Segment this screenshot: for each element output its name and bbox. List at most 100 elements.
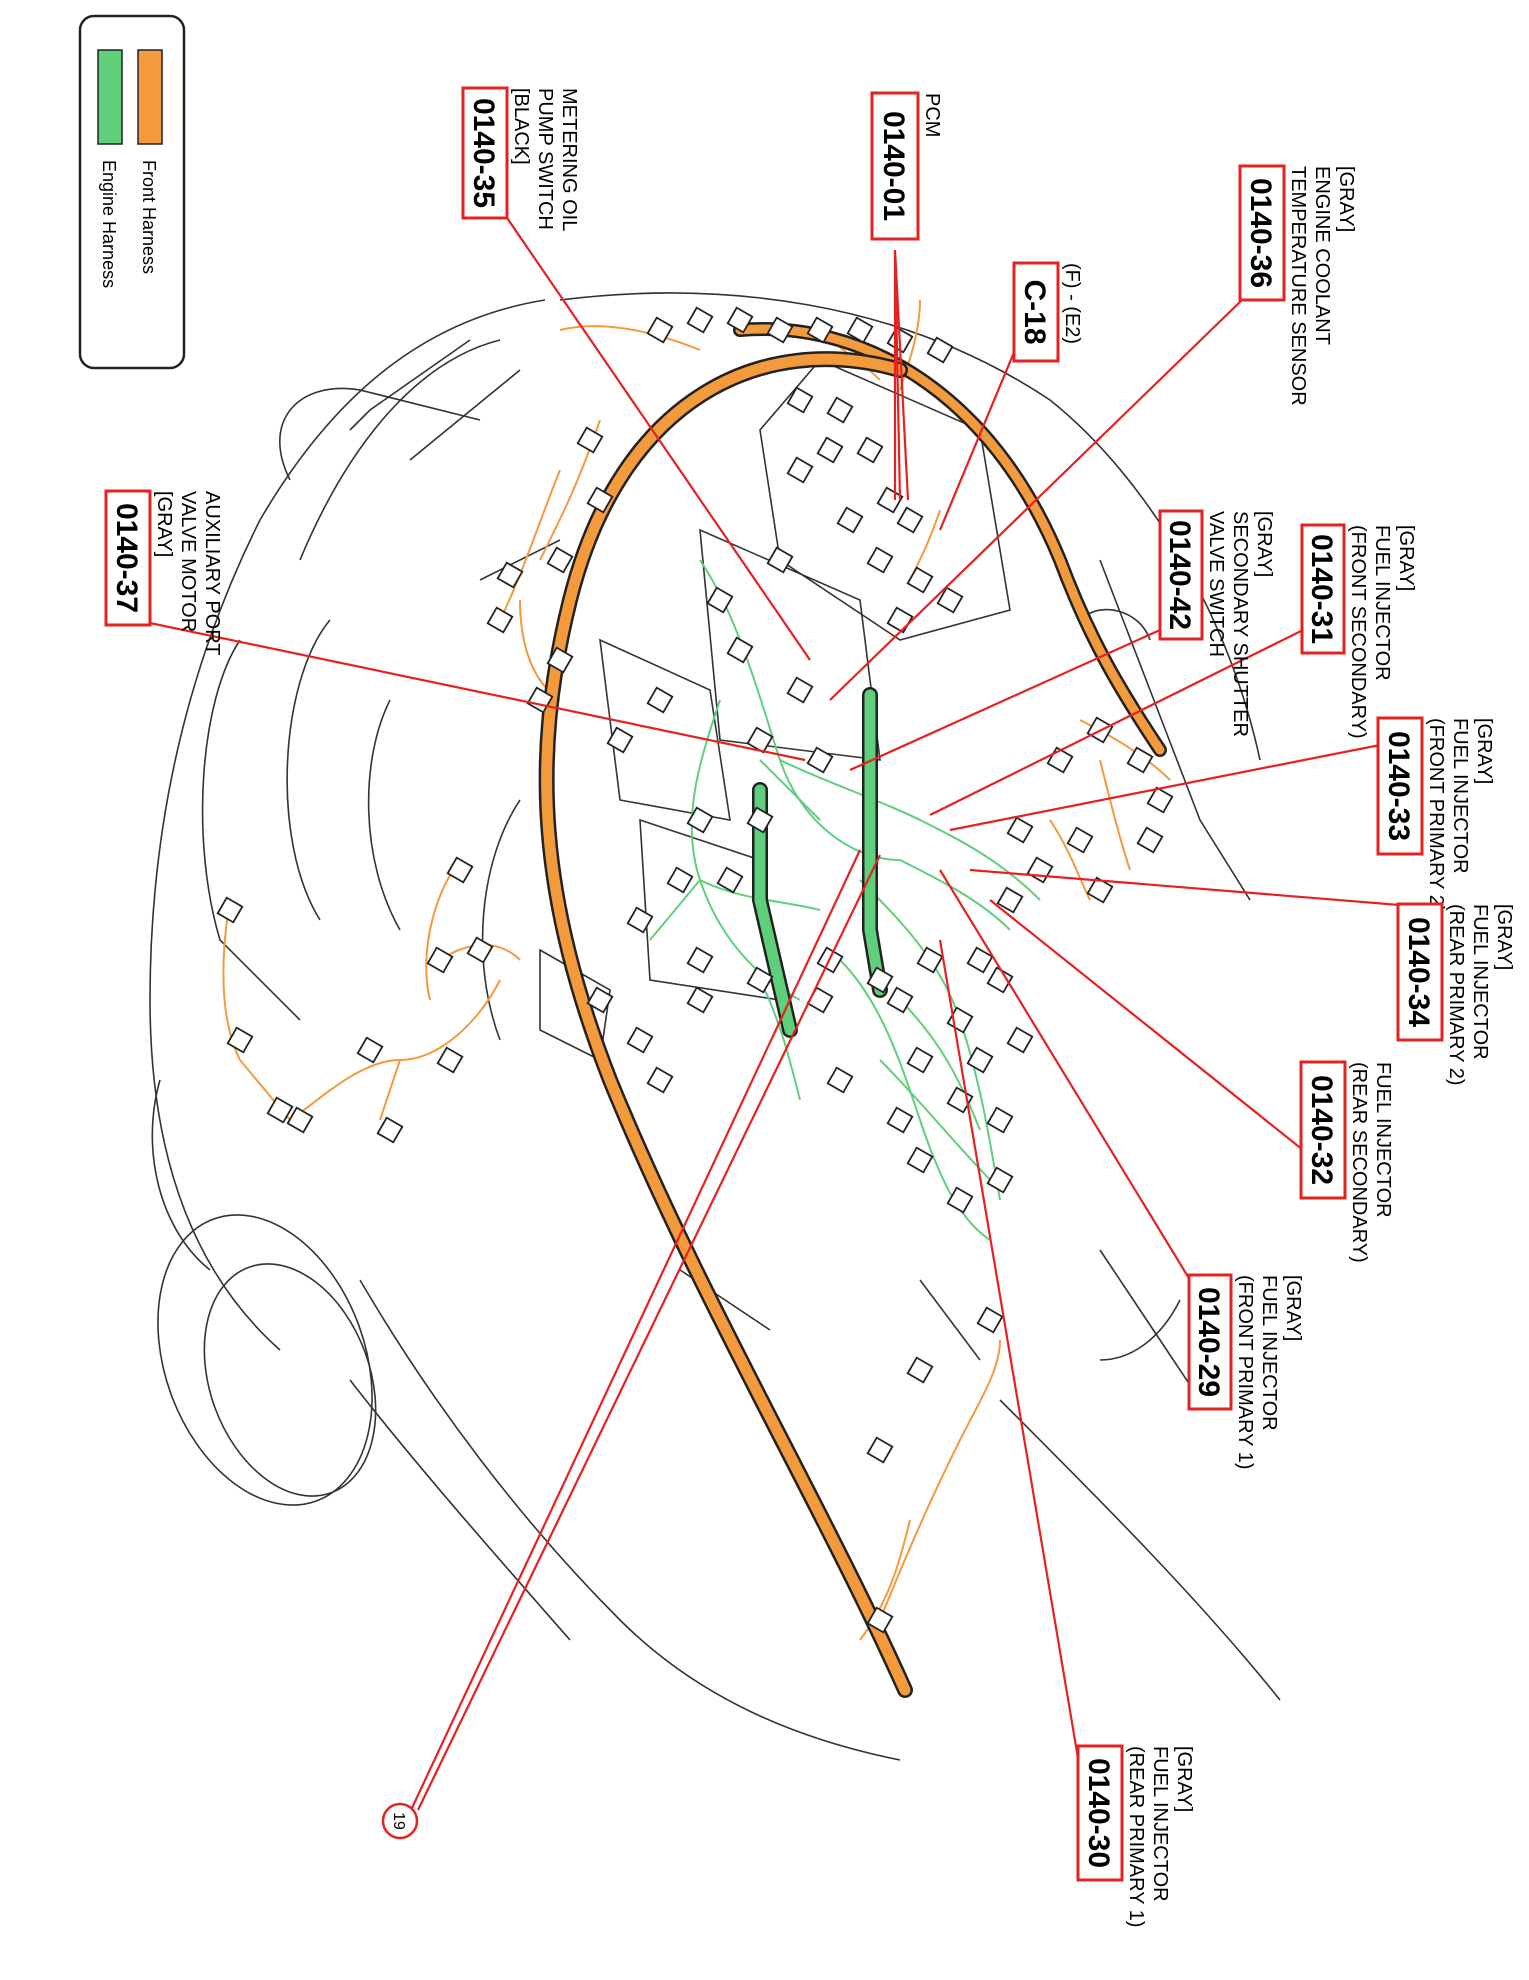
connector-symbol bbox=[486, 606, 514, 634]
connector-symbol bbox=[906, 1046, 934, 1074]
connector-symbol bbox=[646, 686, 674, 714]
callout-description-line: FUEL INJECTOR bbox=[1449, 718, 1471, 874]
callout-description-line: FUEL INJECTOR bbox=[1149, 1746, 1171, 1902]
callout-description-line: PCM bbox=[921, 93, 943, 137]
connector-symbol bbox=[906, 1146, 934, 1174]
callout-box bbox=[1012, 261, 1060, 363]
callout-description-line: [GRAY] bbox=[1335, 166, 1357, 232]
connector-symbol bbox=[786, 676, 814, 704]
callout-description-line: [GRAY] bbox=[1493, 904, 1515, 970]
callout-code: 0140-30 bbox=[1082, 1758, 1115, 1868]
callout-description-line: (REAR SECONDARY) bbox=[1348, 1062, 1370, 1263]
callout-description-line: [GRAY] bbox=[1473, 718, 1495, 784]
connector-symbol bbox=[926, 336, 954, 364]
callout-code: 0140-36 bbox=[1244, 178, 1277, 288]
callout-description-line: FUEL INJECTOR bbox=[1372, 1062, 1394, 1218]
connector-symbol bbox=[986, 966, 1014, 994]
connector-symbol bbox=[266, 1096, 294, 1124]
connector-symbol bbox=[216, 896, 244, 924]
connector-symbol bbox=[646, 316, 674, 344]
connector-symbol bbox=[966, 946, 994, 974]
connector-symbol bbox=[806, 316, 834, 344]
connector-symbol bbox=[686, 986, 714, 1014]
callout-description-line: [GRAY] bbox=[1173, 1746, 1195, 1812]
connector-symbol bbox=[986, 1106, 1014, 1134]
legend-label-engine-harness: Engine Harness bbox=[99, 160, 119, 288]
callout-code: 0140-31 bbox=[1305, 534, 1338, 644]
connector-symbol bbox=[786, 386, 814, 414]
leader-0140-33 bbox=[949, 743, 1381, 832]
callout-c-18: C-18(F) - (E2) bbox=[1012, 261, 1083, 363]
leader-0140-37 bbox=[144, 620, 806, 762]
callout-0140-29: 0140-29[GRAY]FUEL INJECTOR(FRONT PRIMARY… bbox=[1187, 1273, 1304, 1469]
callout-description-line: (F) - (E2) bbox=[1061, 263, 1083, 344]
connector-symbol bbox=[966, 1046, 994, 1074]
connector-symbol bbox=[446, 856, 474, 884]
connector-symbol bbox=[826, 1066, 854, 1094]
connector-symbol bbox=[816, 436, 844, 464]
connector-symbol bbox=[746, 806, 774, 834]
connector-symbol bbox=[806, 986, 834, 1014]
callout-box bbox=[1300, 523, 1346, 655]
connector-symbol bbox=[836, 506, 864, 534]
callout-0140-34: 0140-34 [GRAY]FUEL INJECTOR(REAR PRIMARY … bbox=[1396, 902, 1515, 1086]
callout-code: 0140-29 bbox=[1192, 1287, 1225, 1397]
connector-symbol bbox=[1146, 786, 1174, 814]
callout-description-line: (REAR PRIMARY 2) bbox=[1445, 904, 1467, 1086]
connector-symbol bbox=[726, 306, 754, 334]
engine-harness-wiring bbox=[649, 559, 1041, 1241]
callout-description-line: METERING OIL bbox=[558, 88, 580, 231]
connector-symbol bbox=[436, 1046, 464, 1074]
connector-symbol bbox=[886, 606, 914, 634]
connector-symbol bbox=[976, 1306, 1004, 1334]
connector-symbol bbox=[356, 1036, 384, 1064]
connector-symbol bbox=[546, 546, 574, 574]
callout-description-line: FUEL INJECTOR bbox=[1469, 904, 1491, 1060]
callout-0140-33: 0140-33[GRAY]FUEL INJECTOR(FRONT PRIMARY… bbox=[1376, 716, 1495, 912]
callout-code: 0140-37 bbox=[110, 503, 143, 613]
callout-code: 0140-01 bbox=[877, 111, 910, 221]
callout-description-line: (FRONT SECONDARY) bbox=[1347, 525, 1369, 739]
legend-swatch-front-harness bbox=[137, 49, 163, 145]
connector-symbol bbox=[946, 1186, 974, 1214]
car-body-outline bbox=[149, 292, 1281, 1761]
connector-symbol bbox=[936, 586, 964, 614]
leader-0140-42 bbox=[849, 628, 1161, 772]
callout-leader-lines bbox=[144, 214, 1401, 1811]
callout-code: 0140-35 bbox=[467, 98, 500, 208]
connector-symbol bbox=[626, 906, 654, 934]
callout-description-line: TEMPERATURE SENSOR bbox=[1287, 166, 1309, 406]
connector-symbol bbox=[896, 506, 924, 534]
callout-description-line: AUXILIARY PORT bbox=[201, 491, 223, 656]
callout-code: 0140-34 bbox=[1402, 917, 1435, 1027]
connector-symbol bbox=[766, 546, 794, 574]
connector-symbol bbox=[1006, 1026, 1034, 1054]
callout-description-line: [GRAY] bbox=[1282, 1275, 1304, 1341]
connector-symbol bbox=[906, 1356, 934, 1384]
leader-0140-35 bbox=[504, 214, 811, 661]
connector-symbol bbox=[866, 1436, 894, 1464]
connector-symbol bbox=[1136, 826, 1164, 854]
connector-symbol bbox=[376, 1116, 404, 1144]
connector-symbol bbox=[496, 561, 524, 589]
leader-page-marker bbox=[411, 849, 881, 1811]
connector-symbol bbox=[786, 456, 814, 484]
connector-symbol bbox=[1126, 746, 1154, 774]
callout-description-line: VALVE SWITCH bbox=[1205, 511, 1227, 657]
legend-label-front-harness: Front Harness bbox=[139, 160, 159, 274]
leader-0140-36 bbox=[829, 299, 1243, 701]
leader-0140-34 bbox=[969, 868, 1401, 907]
connector-symbol bbox=[846, 316, 874, 344]
callout-code: 0140-33 bbox=[1382, 731, 1415, 841]
page-number: 19 bbox=[390, 1812, 407, 1830]
connector-symbol bbox=[746, 726, 774, 754]
connector-symbol bbox=[886, 986, 914, 1014]
connector-symbol bbox=[1006, 816, 1034, 844]
connector-symbol bbox=[746, 966, 774, 994]
connector-symbol bbox=[546, 646, 574, 674]
connector-symbol bbox=[586, 986, 614, 1014]
